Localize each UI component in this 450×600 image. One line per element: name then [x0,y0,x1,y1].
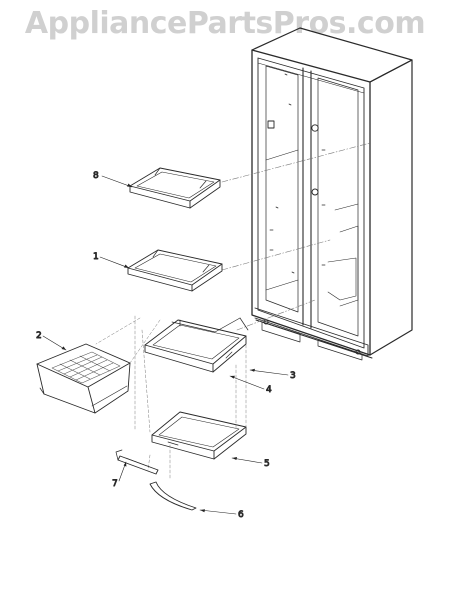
crisper-drawer-part-2 [36,343,131,414]
callout-leader-lines [42,175,289,515]
callout-arrowheads [61,183,255,513]
callout-3: 3 [290,371,296,381]
callout-2: 2 [36,331,42,341]
callout-7: 7 [112,479,118,489]
callout-6: 6 [238,510,244,520]
trim-strip-part-6 [149,481,197,511]
assembly-leader-lines [221,142,371,331]
site-watermark: AppliancePartsPros.com [24,6,426,41]
bracket-part-7 [115,449,159,475]
callout-1: 1 [93,252,99,262]
refrigerator-cabinet [251,27,413,361]
bottom-shelf-part-5 [151,411,247,460]
callout-8: 8 [93,171,99,181]
alignment-guide-lines [95,315,247,481]
shelf-trim-part-3 [171,317,249,333]
upper-shelf-part-8 [129,167,221,209]
shelf-part-1 [127,249,223,292]
callout-5: 5 [264,459,270,469]
callout-4: 4 [266,385,272,395]
lower-shelf-part-4 [144,319,247,373]
